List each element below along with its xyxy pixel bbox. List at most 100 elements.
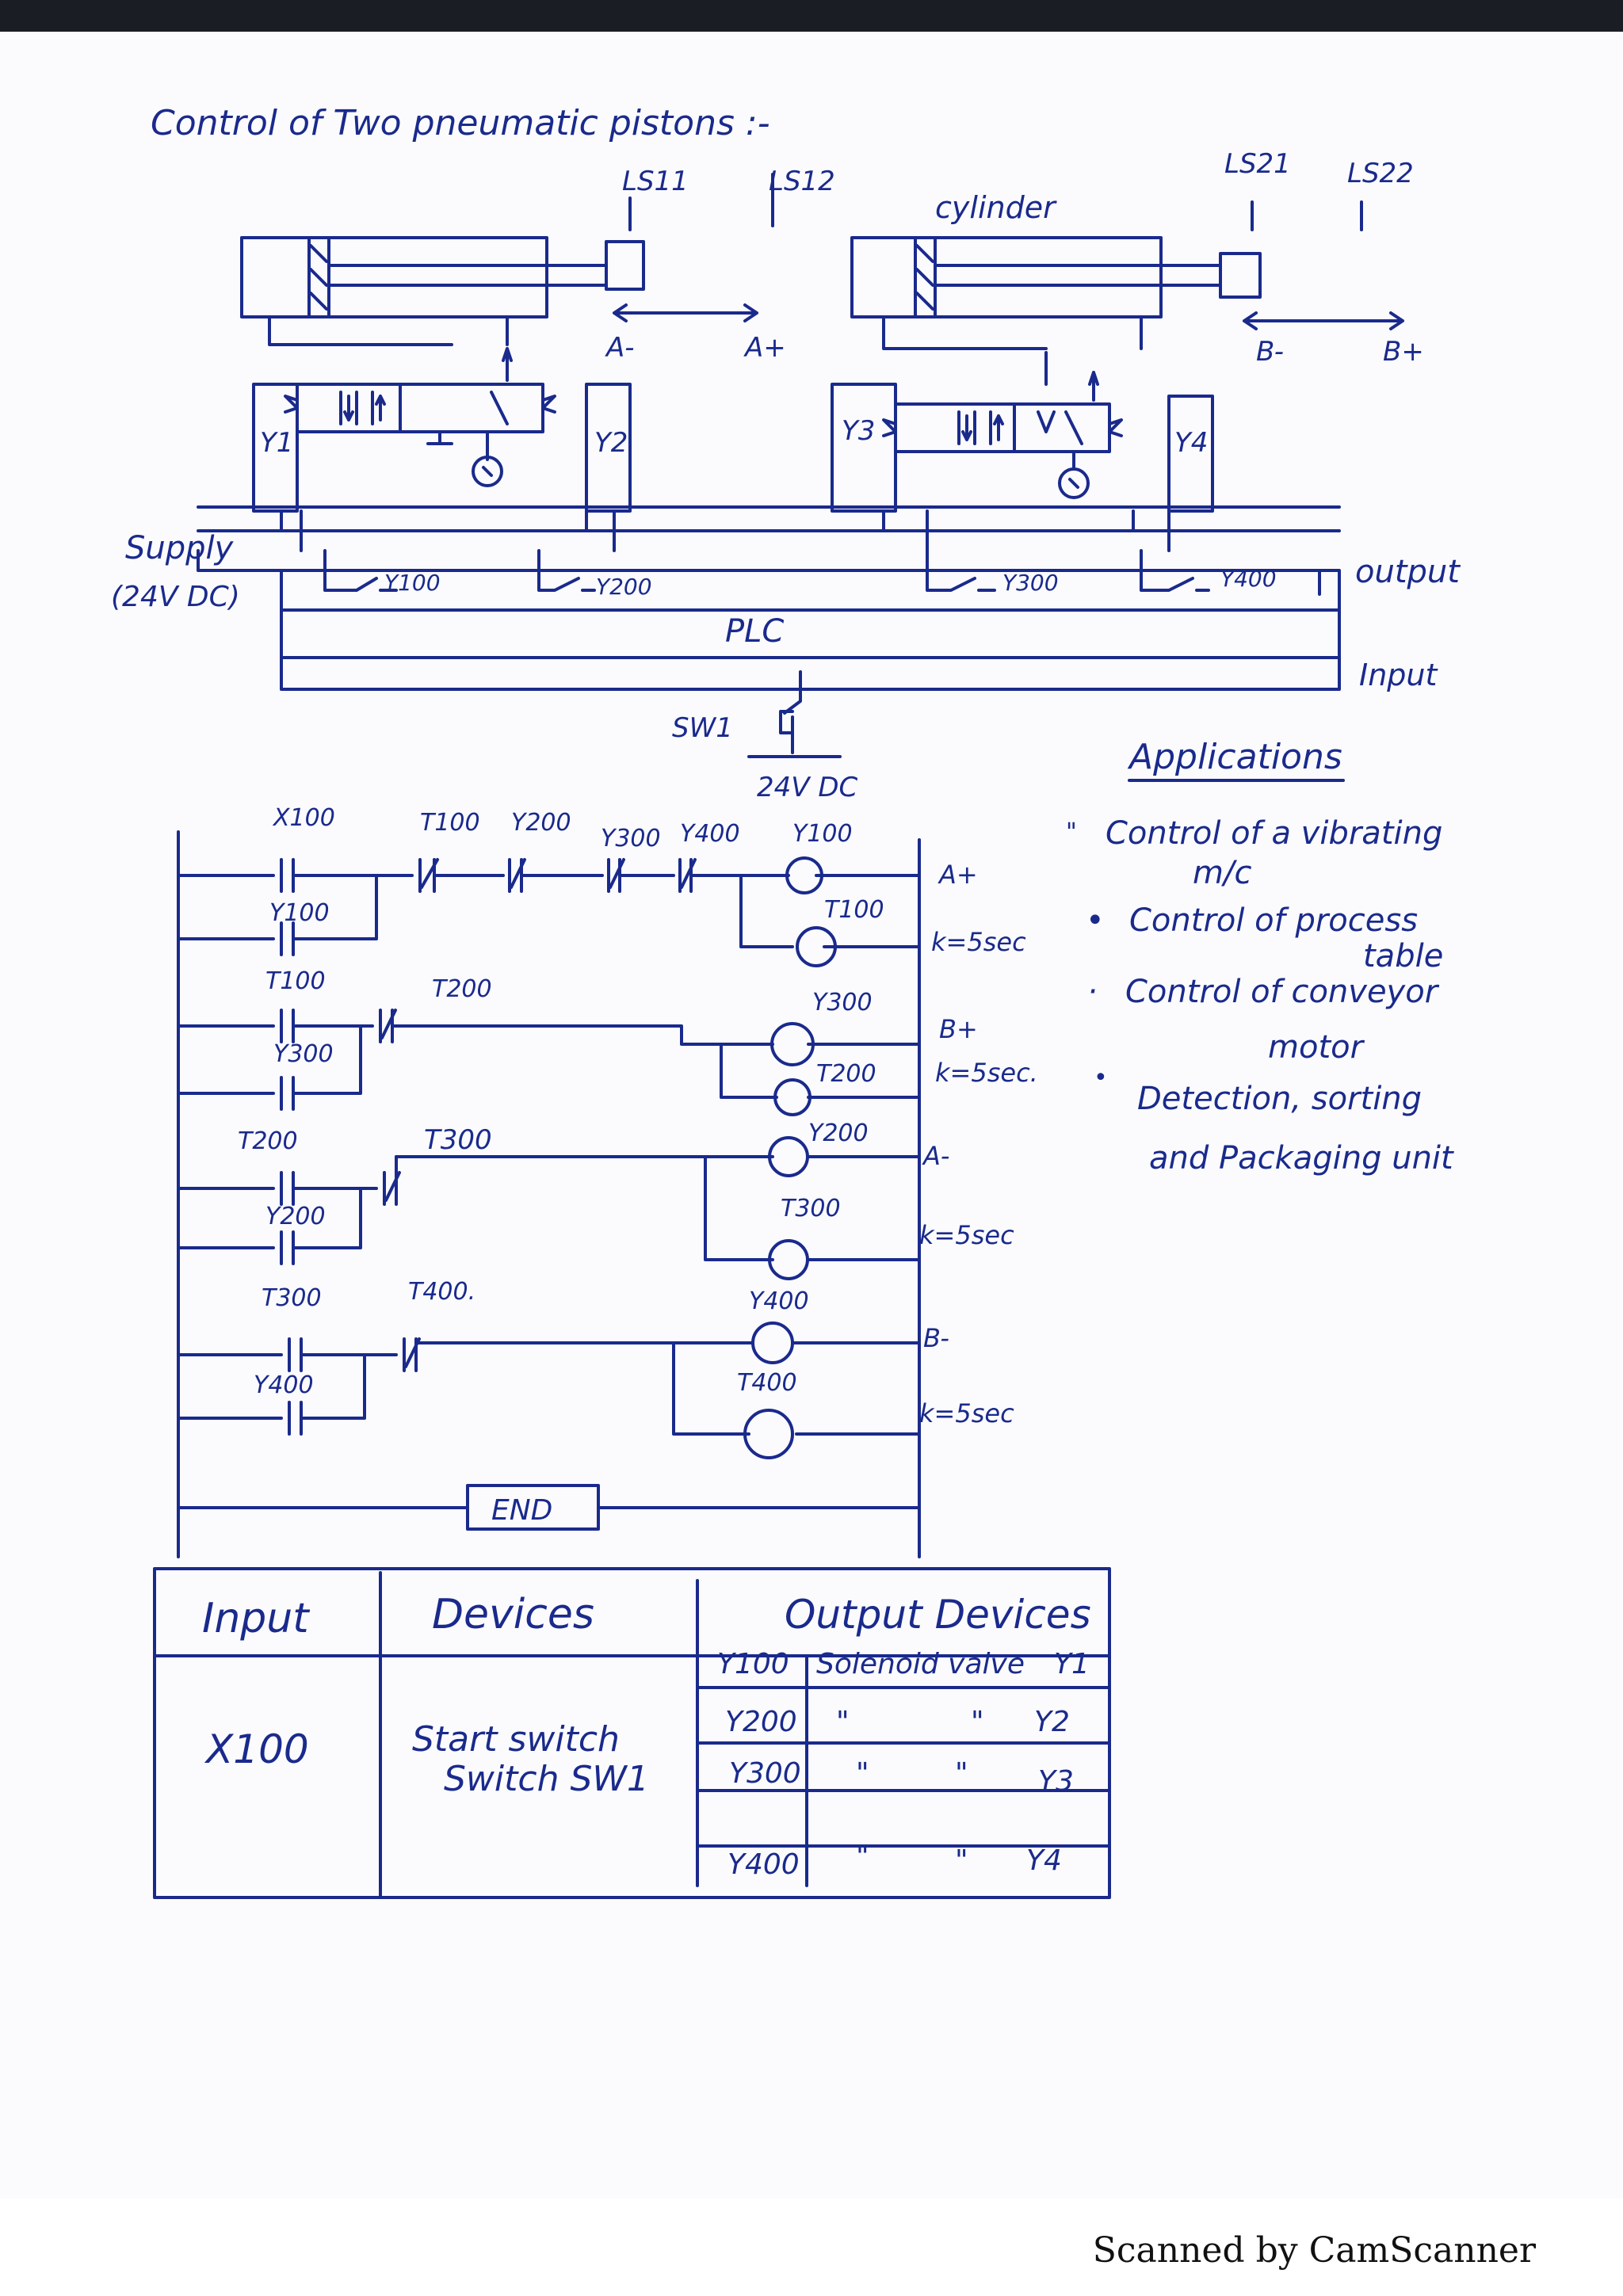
footer-bar: Scanned by CamScanner	[0, 2199, 1623, 2296]
nc-y400: Y400	[680, 820, 740, 848]
coil-y400: Y400	[749, 1287, 809, 1315]
nc-t100: T100	[420, 809, 480, 837]
solenoid-y2: Y2	[585, 383, 632, 513]
svg-text:Y2: Y2	[594, 427, 628, 459]
valve-1	[284, 347, 556, 487]
ladder-rung-4: T300 Y400 T400. Y400 T400 B- k=5sec	[177, 1278, 1014, 1459]
svg-text:A-: A-	[605, 332, 635, 364]
svg-text:24V DC: 24V DC	[757, 772, 858, 803]
io-table: Input Devices Output Devices X100 Start …	[153, 1567, 1111, 1899]
note-k-5sec-3: k=5sec	[919, 1220, 1014, 1250]
note-b-minus: B-	[923, 1323, 949, 1353]
svg-text:Y4: Y4	[1174, 427, 1208, 459]
solenoid-y1: Y1	[252, 383, 299, 513]
svg-text:•: •	[1086, 902, 1105, 939]
start-switch-sw1: SW1 24V DC	[672, 670, 858, 803]
row4-addr: Y400	[727, 1848, 800, 1881]
svg-text:LS11: LS11	[622, 166, 689, 197]
output-contacts: Y100 Y200 Y300 Y400	[323, 549, 1321, 600]
device-line1: Start switch	[412, 1719, 620, 1760]
svg-text:LS22: LS22	[1347, 158, 1414, 189]
ladder-rung-2: T100 Y300 T200 Y300 T200 B+ k=5sec.	[177, 967, 1038, 1116]
row2-valve: Y2	[1034, 1706, 1070, 1738]
output-y300: Y300	[1002, 570, 1059, 596]
end-label: END	[491, 1494, 552, 1527]
contact-y300-hold: Y300	[273, 1040, 334, 1068]
nc-y300: Y300	[601, 825, 661, 852]
nc-y200: Y200	[511, 809, 571, 837]
contact-x100: X100	[272, 804, 335, 832]
input-label: Input	[1359, 658, 1438, 692]
svg-text:(24V DC): (24V DC)	[111, 581, 240, 613]
row1-desc: Solenoid valve	[816, 1648, 1025, 1680]
contact-y100-hold: Y100	[269, 899, 330, 927]
svg-text:B-: B-	[1256, 336, 1284, 368]
nc-t300-r3: T300	[424, 1124, 492, 1156]
contact-t300: T300	[262, 1284, 322, 1312]
note-k-5sec-4: k=5sec	[919, 1398, 1014, 1428]
application-2-line2: table	[1363, 938, 1443, 974]
svg-text:·: ·	[1087, 974, 1098, 1010]
application-2-line1: Control of process	[1129, 902, 1418, 939]
plc-block: PLC output Input	[280, 554, 1461, 692]
note-k-5sec-1: k=5sec	[931, 927, 1026, 957]
row2-addr: Y200	[725, 1706, 797, 1738]
note-a-plus: A+	[938, 860, 978, 890]
row3-mark: "	[955, 1757, 968, 1790]
supply-label: Supply (24V DC)	[111, 530, 283, 613]
header-output-devices: Output Devices	[785, 1592, 1091, 1638]
nc-t200-r2: T200	[432, 975, 492, 1003]
coil-y100: Y100	[792, 820, 853, 848]
device-line2: Switch SW1	[444, 1759, 649, 1799]
application-4-line1: Detection, sorting	[1137, 1081, 1422, 1117]
output-label: output	[1355, 554, 1461, 590]
ladder-end-rung: END	[177, 1484, 921, 1531]
limit-switch-ls22: LS22	[1347, 158, 1414, 231]
row4-valve: Y4	[1026, 1844, 1062, 1877]
timer-t300: T300	[781, 1195, 841, 1222]
valve-2	[882, 351, 1123, 499]
row4-desc: "	[856, 1840, 869, 1873]
svg-text:Supply: Supply	[125, 530, 235, 566]
timer-t100: T100	[824, 896, 884, 924]
output-y100: Y100	[384, 570, 441, 596]
row1-addr: Y100	[717, 1648, 789, 1680]
paper-sheet	[0, 32, 1623, 2199]
row3-addr: Y300	[729, 1757, 801, 1790]
contact-t200: T200	[238, 1127, 298, 1155]
application-4-line2: and Packaging unit	[1149, 1140, 1454, 1177]
svg-text:LS12: LS12	[769, 166, 835, 197]
ladder-rung-3: T200 Y200 T300 Y200 T300 A- k=5sec	[177, 1119, 1014, 1280]
contact-y200-hold: Y200	[265, 1203, 326, 1230]
svg-text:A+: A+	[743, 332, 786, 364]
page-title: Control of Two pneumatic pistons :-	[151, 103, 770, 143]
cylinder-1	[240, 236, 645, 346]
application-1-line2: m/c	[1193, 855, 1251, 891]
header-devices: Devices	[432, 1591, 594, 1638]
supply-rails	[197, 505, 1341, 552]
contact-y400-hold: Y400	[254, 1371, 314, 1399]
coil-y300: Y300	[812, 989, 873, 1016]
contact-t100: T100	[265, 967, 326, 995]
row3-valve: Y3	[1038, 1765, 1074, 1798]
svg-text:SW1: SW1	[672, 712, 733, 744]
output-y200: Y200	[596, 574, 652, 600]
cylinder-2: cylinder	[850, 190, 1262, 350]
limit-switch-ls12: LS12	[769, 166, 835, 227]
nc-t400-r4: T400.	[408, 1278, 475, 1306]
row3-desc: "	[856, 1757, 869, 1790]
limit-switch-ls21: LS21	[1224, 148, 1291, 231]
plc-label: PLC	[725, 613, 784, 650]
input-x100: X100	[204, 1726, 309, 1772]
coil-y200: Y200	[808, 1119, 869, 1147]
row4-mark: "	[955, 1844, 968, 1877]
svg-text:Y1: Y1	[260, 427, 293, 459]
row1-valve: Y1	[1054, 1648, 1090, 1680]
note-a-minus: A-	[922, 1141, 949, 1171]
svg-text:LS21: LS21	[1224, 148, 1291, 180]
note-b-plus: B+	[939, 1014, 978, 1044]
svg-text:cylinder: cylinder	[935, 190, 1057, 225]
row2-desc: "	[836, 1706, 850, 1738]
solenoid-y4: Y4	[1167, 395, 1214, 513]
